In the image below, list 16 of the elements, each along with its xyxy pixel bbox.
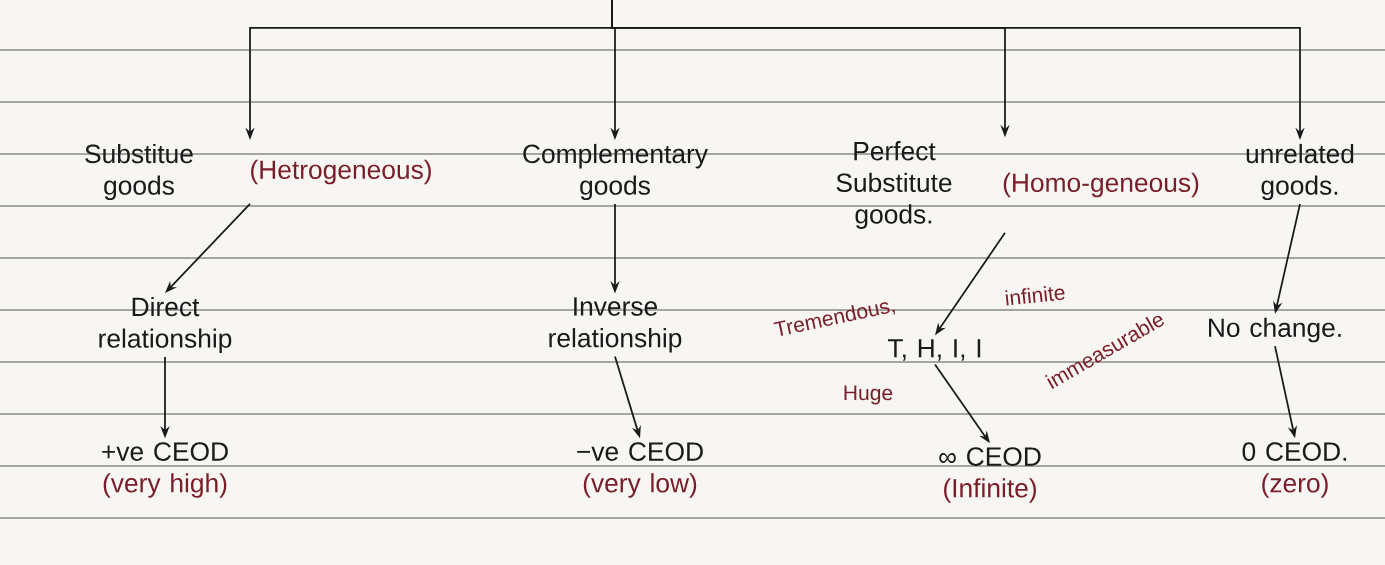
note-text: +ve CEOD (very high) [102, 442, 228, 498]
note-text: T, H, I, I [888, 339, 981, 361]
note-text: unrelated goods. [1246, 143, 1354, 201]
note-text: Perfect Substitute goods. (Homo-geneous) [836, 141, 1199, 229]
note-text: Substitue goods (Hetrogeneous) [85, 143, 431, 201]
arrow [165, 203, 251, 293]
annotation-text: Huge [844, 385, 893, 405]
note-text: −ve CEOD (very low) [577, 442, 703, 498]
note-text: Complementary goods [523, 143, 708, 201]
note-text: Inverse relationship [549, 297, 682, 353]
note-text: No change. [1209, 317, 1341, 343]
note-text: ∞ CEOD (Infinite) [939, 447, 1041, 503]
annotation-text: infinite [1005, 286, 1065, 306]
annotation-text: Tremendous, [773, 302, 895, 336]
note-text: Direct relationship [99, 296, 232, 354]
note-text: 0 CEOD. (zero) [1242, 442, 1347, 498]
